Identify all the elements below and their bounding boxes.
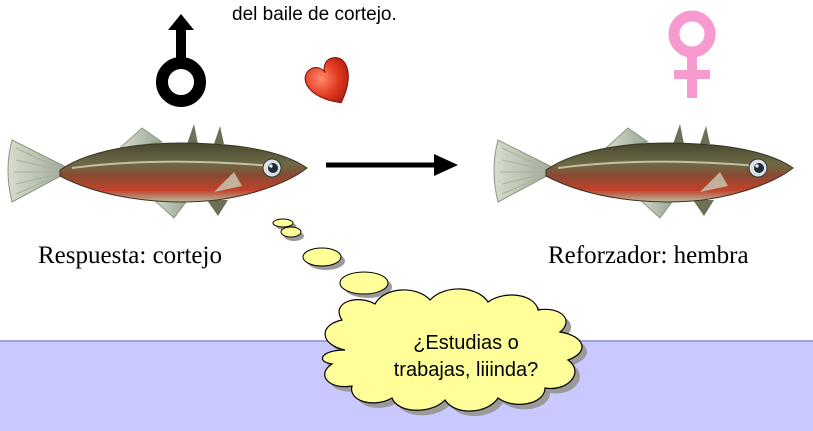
fish-icon [493, 123, 794, 219]
bubble-line-2: trabajas, liiinda? [393, 359, 539, 381]
thought-bubble-text: ¿Estudias o trabajas, liiinda? [356, 330, 576, 384]
thought-cloud [321, 288, 587, 417]
arrow-right-icon [326, 154, 458, 176]
female-symbol-icon [668, 10, 716, 98]
male-symbol-icon [156, 14, 206, 107]
caption-top: del baile de cortejo. [232, 4, 397, 25]
reinforcer-label: Reforzador: hembra [548, 242, 749, 269]
fish-icon [7, 123, 308, 219]
response-label: Respuesta: cortejo [38, 242, 222, 269]
thought-bubble-dots [272, 218, 392, 298]
bubble-line-1: ¿Estudias o [413, 332, 519, 354]
heart-icon [304, 56, 349, 104]
